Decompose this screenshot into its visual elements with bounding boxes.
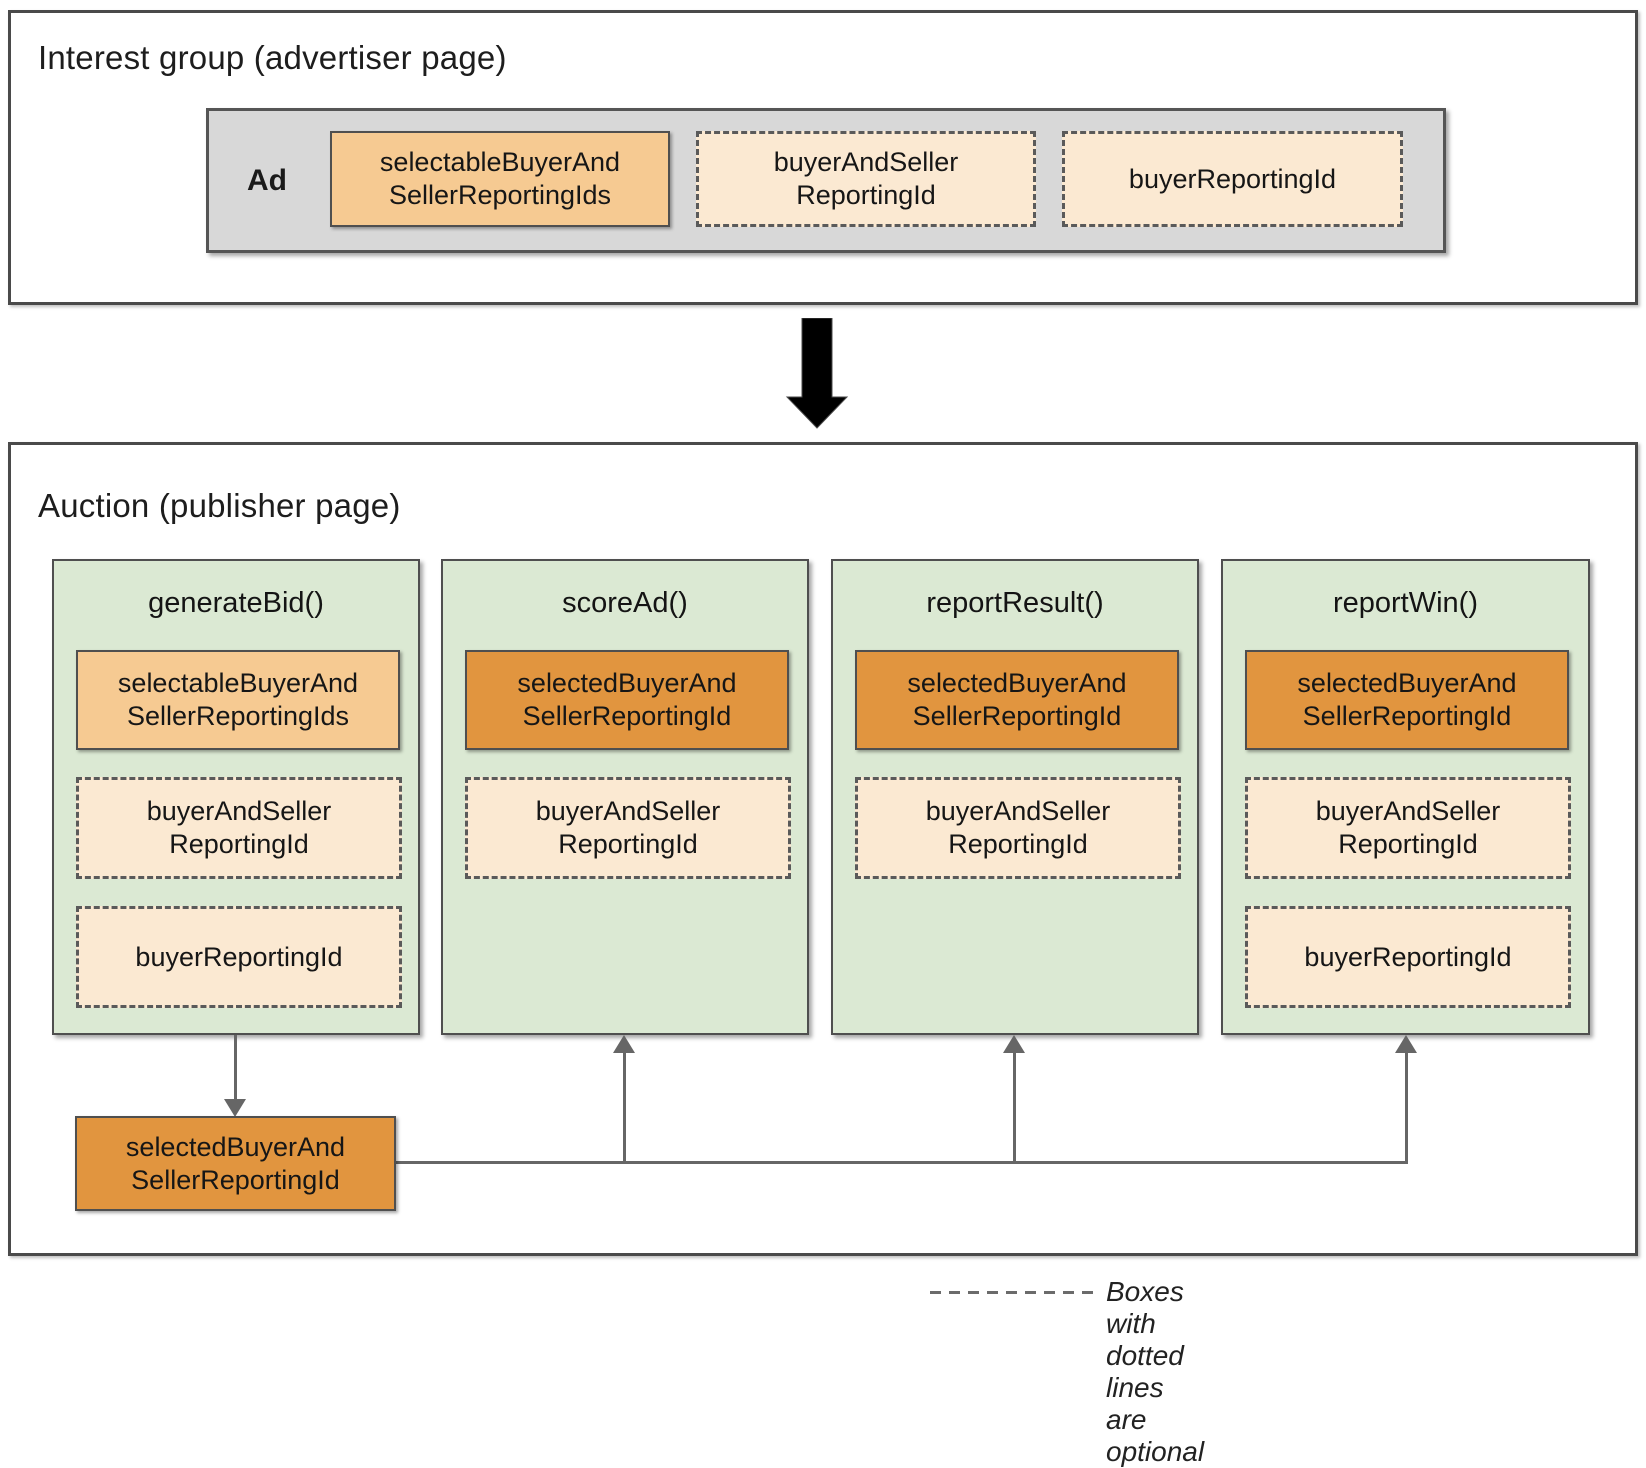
box-buyer-and-seller-reporting-id: buyerAndSeller ReportingId: [855, 777, 1181, 879]
auction-section: Auction (publisher page) generateBid() s…: [8, 442, 1638, 1256]
box-selectable-buyer-and-seller-reporting-ids: selectableBuyerAnd SellerReportingIds: [76, 650, 400, 750]
box-selected-buyer-and-seller-reporting-id: selectedBuyerAnd SellerReportingId: [465, 650, 789, 750]
box-buyer-and-seller-reporting-id: buyerAndSeller ReportingId: [465, 777, 791, 879]
connector-reportresult-up-line: [1013, 1053, 1016, 1164]
interest-group-section: Interest group (advertiser page) Ad sele…: [8, 10, 1638, 305]
column-report-result-title: reportResult(): [926, 587, 1104, 619]
ad-label: Ad: [247, 164, 287, 197]
column-generate-bid: generateBid() selectableBuyerAnd SellerR…: [52, 559, 420, 1035]
auction-title: Auction (publisher page): [38, 487, 401, 524]
dashed-line-icon: [930, 1291, 1098, 1294]
arrow-up-icon: [613, 1035, 635, 1053]
arrow-up-icon: [1003, 1035, 1025, 1053]
column-generate-bid-title: generateBid(): [148, 587, 324, 619]
connector-generatebid-down-line: [234, 1035, 237, 1099]
ad-container: Ad selectableBuyerAnd SellerReportingIds…: [206, 108, 1446, 253]
box-buyer-reporting-id: buyerReportingId: [76, 906, 402, 1008]
column-report-result: reportResult() selectedBuyerAnd SellerRe…: [831, 559, 1199, 1035]
flow-down-arrow-icon: [785, 318, 849, 429]
interest-group-title: Interest group (advertiser page): [38, 39, 507, 76]
box-selected-buyer-and-seller-reporting-id: selectedBuyerAnd SellerReportingId: [855, 650, 1179, 750]
box-buyer-reporting-id: buyerReportingId: [1062, 131, 1403, 227]
box-buyer-and-seller-reporting-id: buyerAndSeller ReportingId: [1245, 777, 1571, 879]
box-buyer-and-seller-reporting-id: buyerAndSeller ReportingId: [76, 777, 402, 879]
box-selected-buyer-and-seller-reporting-id: selectedBuyerAnd SellerReportingId: [1245, 650, 1569, 750]
box-selectable-buyer-and-seller-reporting-ids: selectableBuyerAnd SellerReportingIds: [330, 131, 670, 227]
box-buyer-reporting-id: buyerReportingId: [1245, 906, 1571, 1008]
arrow-down-icon: [224, 1099, 246, 1117]
box-selected-buyer-and-seller-reporting-id-result: selectedBuyerAnd SellerReportingId: [75, 1116, 396, 1211]
column-score-ad: scoreAd() selectedBuyerAnd SellerReporti…: [441, 559, 809, 1035]
column-report-win-title: reportWin(): [1332, 587, 1478, 619]
connector-reportwin-up-line: [1405, 1053, 1408, 1164]
legend-text: Boxes with dotted lines are optional: [1106, 1276, 1205, 1467]
connector-scoread-up-line: [623, 1053, 626, 1164]
box-buyer-and-seller-reporting-id: buyerAndSeller ReportingId: [696, 131, 1036, 227]
connector-horizontal-line: [396, 1161, 1408, 1164]
column-report-win: reportWin() selectedBuyerAnd SellerRepor…: [1221, 559, 1590, 1035]
arrow-up-icon: [1395, 1035, 1417, 1053]
column-score-ad-title: scoreAd(): [562, 587, 688, 619]
